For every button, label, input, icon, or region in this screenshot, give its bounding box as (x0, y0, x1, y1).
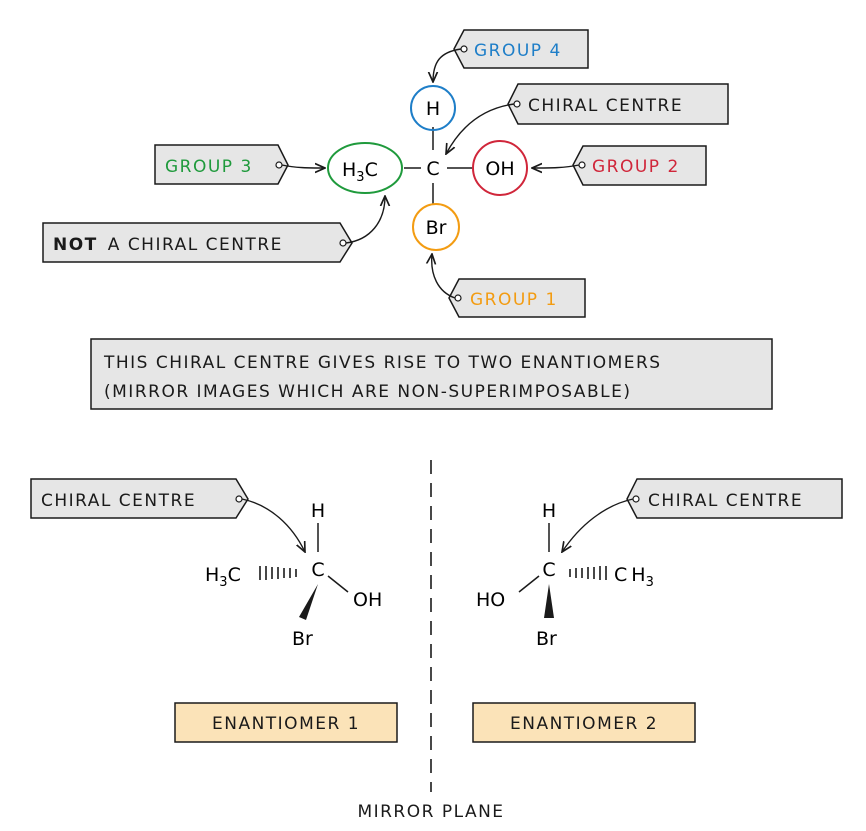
group3-ellipse (327, 142, 403, 194)
group4-label: GROUP 4 (433, 29, 589, 82)
enantiomer2-carbon: C (542, 559, 555, 581)
enantiomer2-box: ENANTIOMER 2 (472, 702, 696, 743)
group3-label: GROUP 3 (154, 144, 325, 185)
central-molecule: C H OH Br H3C (327, 85, 528, 251)
chiral-carbon: C (426, 158, 439, 180)
hydrogen-atom: H (426, 98, 440, 120)
methyl-group: H3C (342, 159, 378, 185)
mirror-plane-label: MIRROR PLANE (357, 802, 504, 822)
enantiomer2-hydroxyl: HO (476, 589, 505, 611)
enantiomer2-hydrogen: H (542, 500, 556, 522)
enantiomer2-wedge-bond (544, 584, 554, 618)
svg-text:GROUP 4: GROUP 4 (474, 41, 562, 61)
svg-text:CHIRAL CENTRE: CHIRAL CENTRE (528, 96, 683, 116)
svg-text:CHIRAL CENTRE: CHIRAL CENTRE (41, 491, 196, 511)
svg-text:CHIRAL CENTRE: CHIRAL CENTRE (648, 491, 803, 511)
info-box: THIS CHIRAL CENTRE GIVES RISE TO TWO ENA… (90, 338, 773, 410)
group4-circle (410, 85, 456, 131)
hydroxyl-group: OH (485, 158, 514, 180)
svg-text:ENANTIOMER 1: ENANTIOMER 1 (212, 714, 360, 734)
chiral-centre-label-top: CHIRAL CENTRE (446, 83, 729, 154)
svg-text:GROUP 2: GROUP 2 (592, 157, 680, 177)
enantiomer1-hydrogen: H (311, 500, 325, 522)
enantiomer1-methyl: H3C (205, 564, 241, 590)
enantiomer1-wedge-bond (299, 584, 318, 620)
group1-label: GROUP 1 (432, 254, 586, 318)
enantiomer1-carbon: C (311, 559, 324, 581)
group1-circle (412, 203, 460, 251)
svg-text:(MIRROR IMAGES WHICH ARE NON-S: (MIRROR IMAGES WHICH ARE NON-SUPERIMPOSA… (104, 382, 631, 402)
enantiomer1-box: ENANTIOMER 1 (174, 702, 398, 743)
enantiomer2-bromine: Br (536, 628, 557, 650)
bromine-atom: Br (426, 217, 447, 239)
enantiomer1-hashed-bond (259, 566, 297, 580)
enantiomer1-bromine: Br (292, 628, 313, 650)
svg-text:GROUP 3: GROUP 3 (165, 157, 253, 177)
chiral-centre-label-right: CHIRAL CENTRE (562, 478, 843, 552)
enantiomer2-hashed-bond (569, 566, 607, 580)
group2-label: GROUP 2 (532, 145, 707, 186)
chiral-centre-label-left: CHIRAL CENTRE (30, 478, 305, 552)
svg-text:ENANTIOMER 2: ENANTIOMER 2 (510, 714, 658, 734)
enantiomer1-molecule: H C H3C OH Br (205, 500, 382, 650)
svg-text:GROUP 1: GROUP 1 (470, 290, 558, 310)
enantiomer1-hydroxyl: OH (353, 589, 382, 611)
group2-circle (472, 140, 528, 196)
svg-text:THIS CHIRAL CENTRE GIVES RISE: THIS CHIRAL CENTRE GIVES RISE TO TWO ENA… (103, 353, 662, 373)
